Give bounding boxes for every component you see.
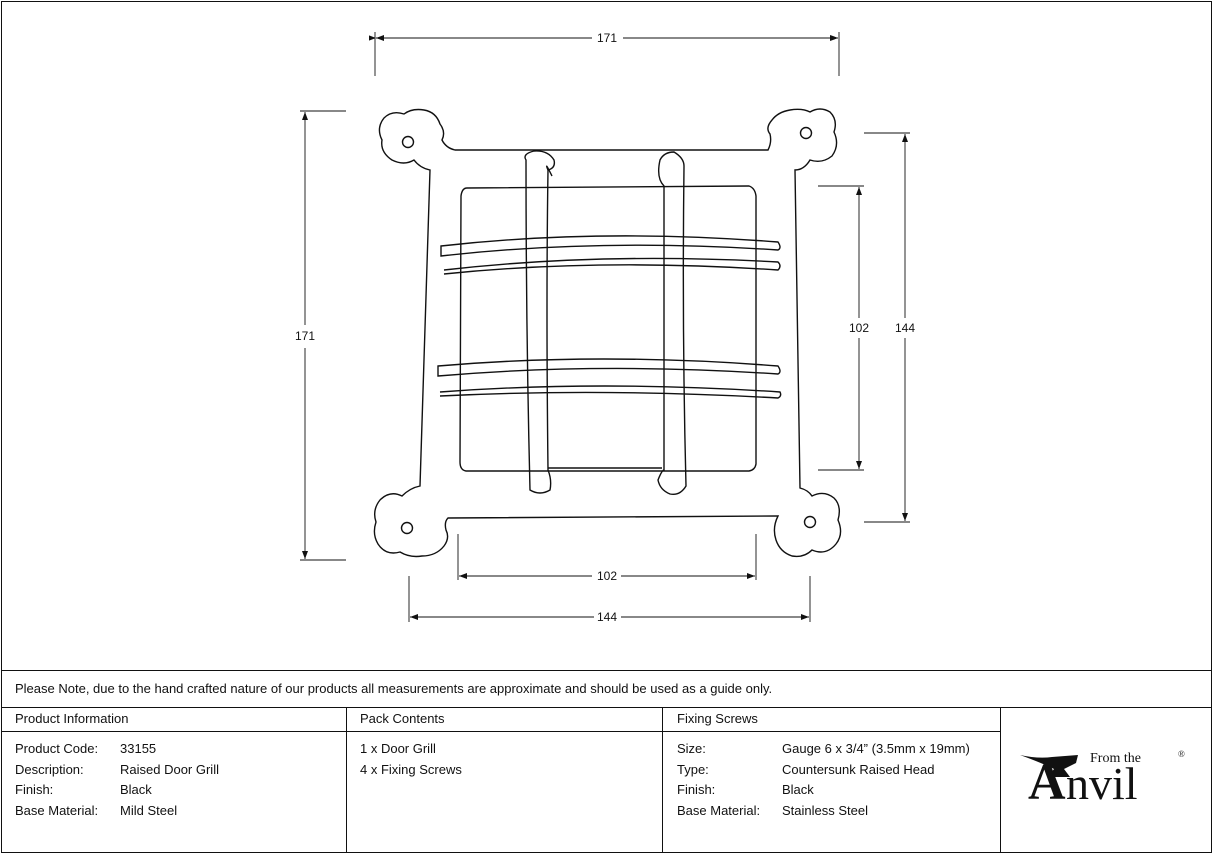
row-label: Base Material:: [15, 803, 99, 819]
row-label: Product Code:: [15, 741, 99, 756]
row-label: Finish:: [15, 782, 54, 798]
registered-mark: ®: [1178, 749, 1185, 759]
note-divider: [1, 707, 1212, 708]
fixing-screws-table: Size: Gauge 6 x 3/4” (3.5mm x 19mm) Type:…: [677, 739, 970, 822]
row-value: 33155: [120, 741, 157, 756]
row-label: Type:: [677, 761, 709, 777]
product-info-row: Product Code: 33155: [15, 739, 219, 760]
column-divider: [346, 707, 347, 853]
product-info-row: Finish: Black: [15, 780, 219, 801]
product-info-row: Description: Raised Door Grill: [15, 760, 219, 781]
back-plate: [459, 185, 757, 472]
brand-letter: A: [1028, 754, 1066, 807]
anvil-icon: [1020, 755, 1078, 777]
row-value: Raised Door Grill: [120, 761, 219, 777]
column-divider: [1000, 707, 1001, 853]
dim-aperture-height: 102: [849, 321, 869, 335]
dim-overall-height: 171: [295, 329, 315, 343]
row-label: Description:: [15, 761, 84, 777]
row-value: Mild Steel: [120, 803, 178, 819]
measurement-note: Please Note, due to the hand crafted nat…: [15, 681, 773, 696]
row-value: Black: [782, 782, 814, 798]
pack-contents-title: Pack Contents: [360, 711, 445, 726]
fixing-row: Size: Gauge 6 x 3/4” (3.5mm x 19mm): [677, 739, 970, 760]
table-top-border: [1, 670, 1212, 671]
header-divider: [1, 731, 1000, 732]
pack-contents-list: 1 x Door Grill 4 x Fixing Screws: [360, 739, 462, 780]
brand-word: nvil: [1066, 758, 1138, 807]
pack-item: 4 x Fixing Screws: [360, 761, 462, 777]
anvil-logo: From the A nvil ®: [1020, 749, 1185, 807]
row-label: Finish:: [677, 782, 716, 798]
dim-overall-width: 171: [597, 31, 617, 45]
column-divider: [662, 707, 663, 853]
frame-outline: [373, 108, 842, 558]
technical-drawing: 171 171 144 102 102 144: [295, 31, 915, 624]
fixing-row: Base Material: Stainless Steel: [677, 801, 970, 822]
row-value: Stainless Steel: [782, 803, 868, 819]
product-info-table: Product Code: 33155 Description: Raised Do…: [15, 739, 219, 822]
fixing-row: Type: Countersunk Raised Head: [677, 760, 970, 781]
brand-small-text: From the: [1090, 751, 1141, 766]
row-value: Countersunk Raised Head: [782, 761, 935, 777]
fixing-screws-title: Fixing Screws: [677, 711, 758, 726]
product-info-title: Product Information: [15, 711, 129, 726]
product-info-row: Base Material: Mild Steel: [15, 801, 219, 822]
row-label: Size:: [677, 741, 706, 756]
dim-fixing-width: 144: [597, 610, 617, 624]
row-label: Base Material:: [677, 803, 761, 819]
pack-item: 1 x Door Grill: [360, 741, 436, 756]
fixing-row: Finish: Black: [677, 780, 970, 801]
row-value: Gauge 6 x 3/4” (3.5mm x 19mm): [782, 741, 970, 756]
row-value: Black: [120, 782, 152, 798]
dim-aperture-width: 102: [597, 569, 617, 583]
dim-fixing-height: 144: [895, 321, 915, 335]
